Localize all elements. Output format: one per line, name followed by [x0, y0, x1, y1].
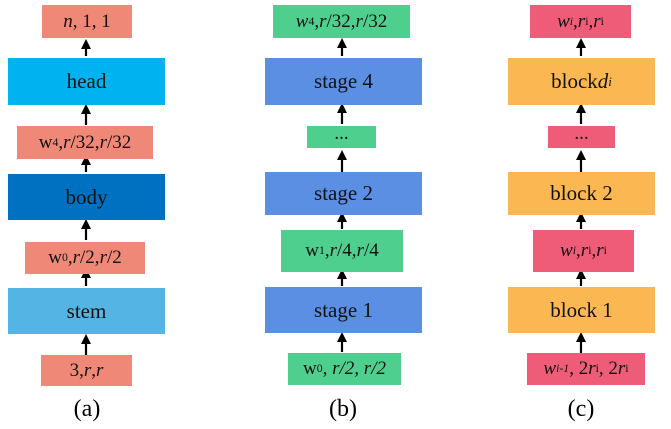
c-ellipsis-block: ... — [548, 123, 615, 148]
c-block1-block: block 1 — [508, 287, 655, 333]
caption-b: (b) — [329, 396, 357, 422]
a-stem-block: stem — [8, 288, 165, 334]
a-head-block: head — [8, 58, 165, 105]
b-stage4-block: stage 4 — [265, 58, 422, 105]
a-body-block: body — [8, 174, 165, 220]
caption-a: (a) — [73, 396, 101, 422]
a-input-shape: 3, r, r — [41, 355, 132, 386]
c-block2-block: block 2 — [508, 172, 655, 215]
a-output-shape: n, 1, 1 — [42, 5, 132, 38]
caption-c: (c) — [567, 396, 595, 422]
b-stage2-block: stage 2 — [265, 172, 422, 215]
b-ellipsis-block: ... — [307, 123, 376, 148]
b-stage1-block: stage 1 — [265, 287, 422, 333]
